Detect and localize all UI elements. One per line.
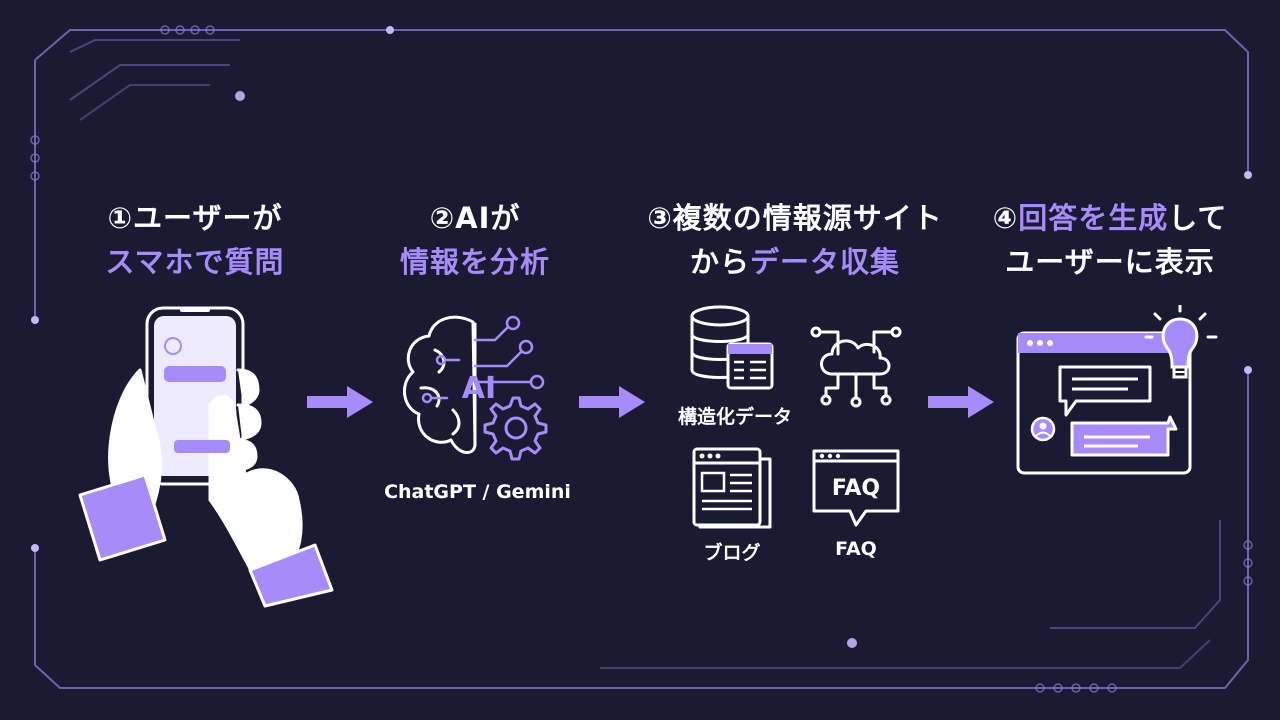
- arrow-right-icon: [579, 386, 645, 418]
- brain-ai-text: AI: [462, 371, 496, 406]
- step-3-title: ③複数の情報源サイト からデータ収集: [620, 196, 970, 284]
- ai-brain-icon: AI: [403, 315, 548, 461]
- step-3-line-2-prefix: から: [689, 245, 750, 279]
- step-2-line-2: 情報を分析: [399, 245, 550, 279]
- blog-label: ブログ: [703, 542, 761, 564]
- arrow-right-icon: [307, 386, 373, 418]
- step-4-line-2: ユーザーに表示: [1005, 245, 1215, 279]
- step-4-line-1-prefix: ④: [992, 201, 1019, 235]
- step-1-title: ①ユーザーが スマホで質問: [60, 196, 330, 284]
- step-4-line-1-accent: 回答を生成: [1018, 201, 1169, 235]
- arrow-right-icon: [928, 386, 994, 418]
- step-3-line-2: からデータ収集: [620, 240, 970, 284]
- step-4-line-1: ④回答を生成して: [965, 196, 1255, 240]
- faq-label: FAQ: [835, 538, 877, 560]
- blog-article-icon: [692, 447, 772, 529]
- faq-speech-icon: FAQ: [812, 449, 900, 527]
- database-table-icon: [690, 305, 774, 390]
- faq-icon-text: FAQ: [832, 476, 880, 501]
- step-2-line-1: ②AIが: [429, 201, 521, 235]
- step-4-line-1-suffix: して: [1168, 201, 1228, 235]
- step-3-line-1: ③複数の情報源サイト: [647, 201, 943, 235]
- structured-data-label: 構造化データ: [677, 406, 792, 428]
- step-1-line-2: スマホで質問: [105, 245, 285, 279]
- step-1-line-1: ①ユーザーが: [107, 201, 283, 235]
- ai-models-label: ChatGPT / Gemini: [384, 481, 571, 503]
- hand-smartphone-icon: [78, 306, 334, 608]
- step-3-line-2-accent: データ収集: [750, 245, 901, 279]
- chat-window-icon: [1016, 305, 1218, 475]
- cloud-network-icon: [810, 326, 902, 408]
- step-4-title: ④回答を生成して ユーザーに表示: [965, 196, 1255, 284]
- step-2-title: ②AIが 情報を分析: [350, 196, 600, 284]
